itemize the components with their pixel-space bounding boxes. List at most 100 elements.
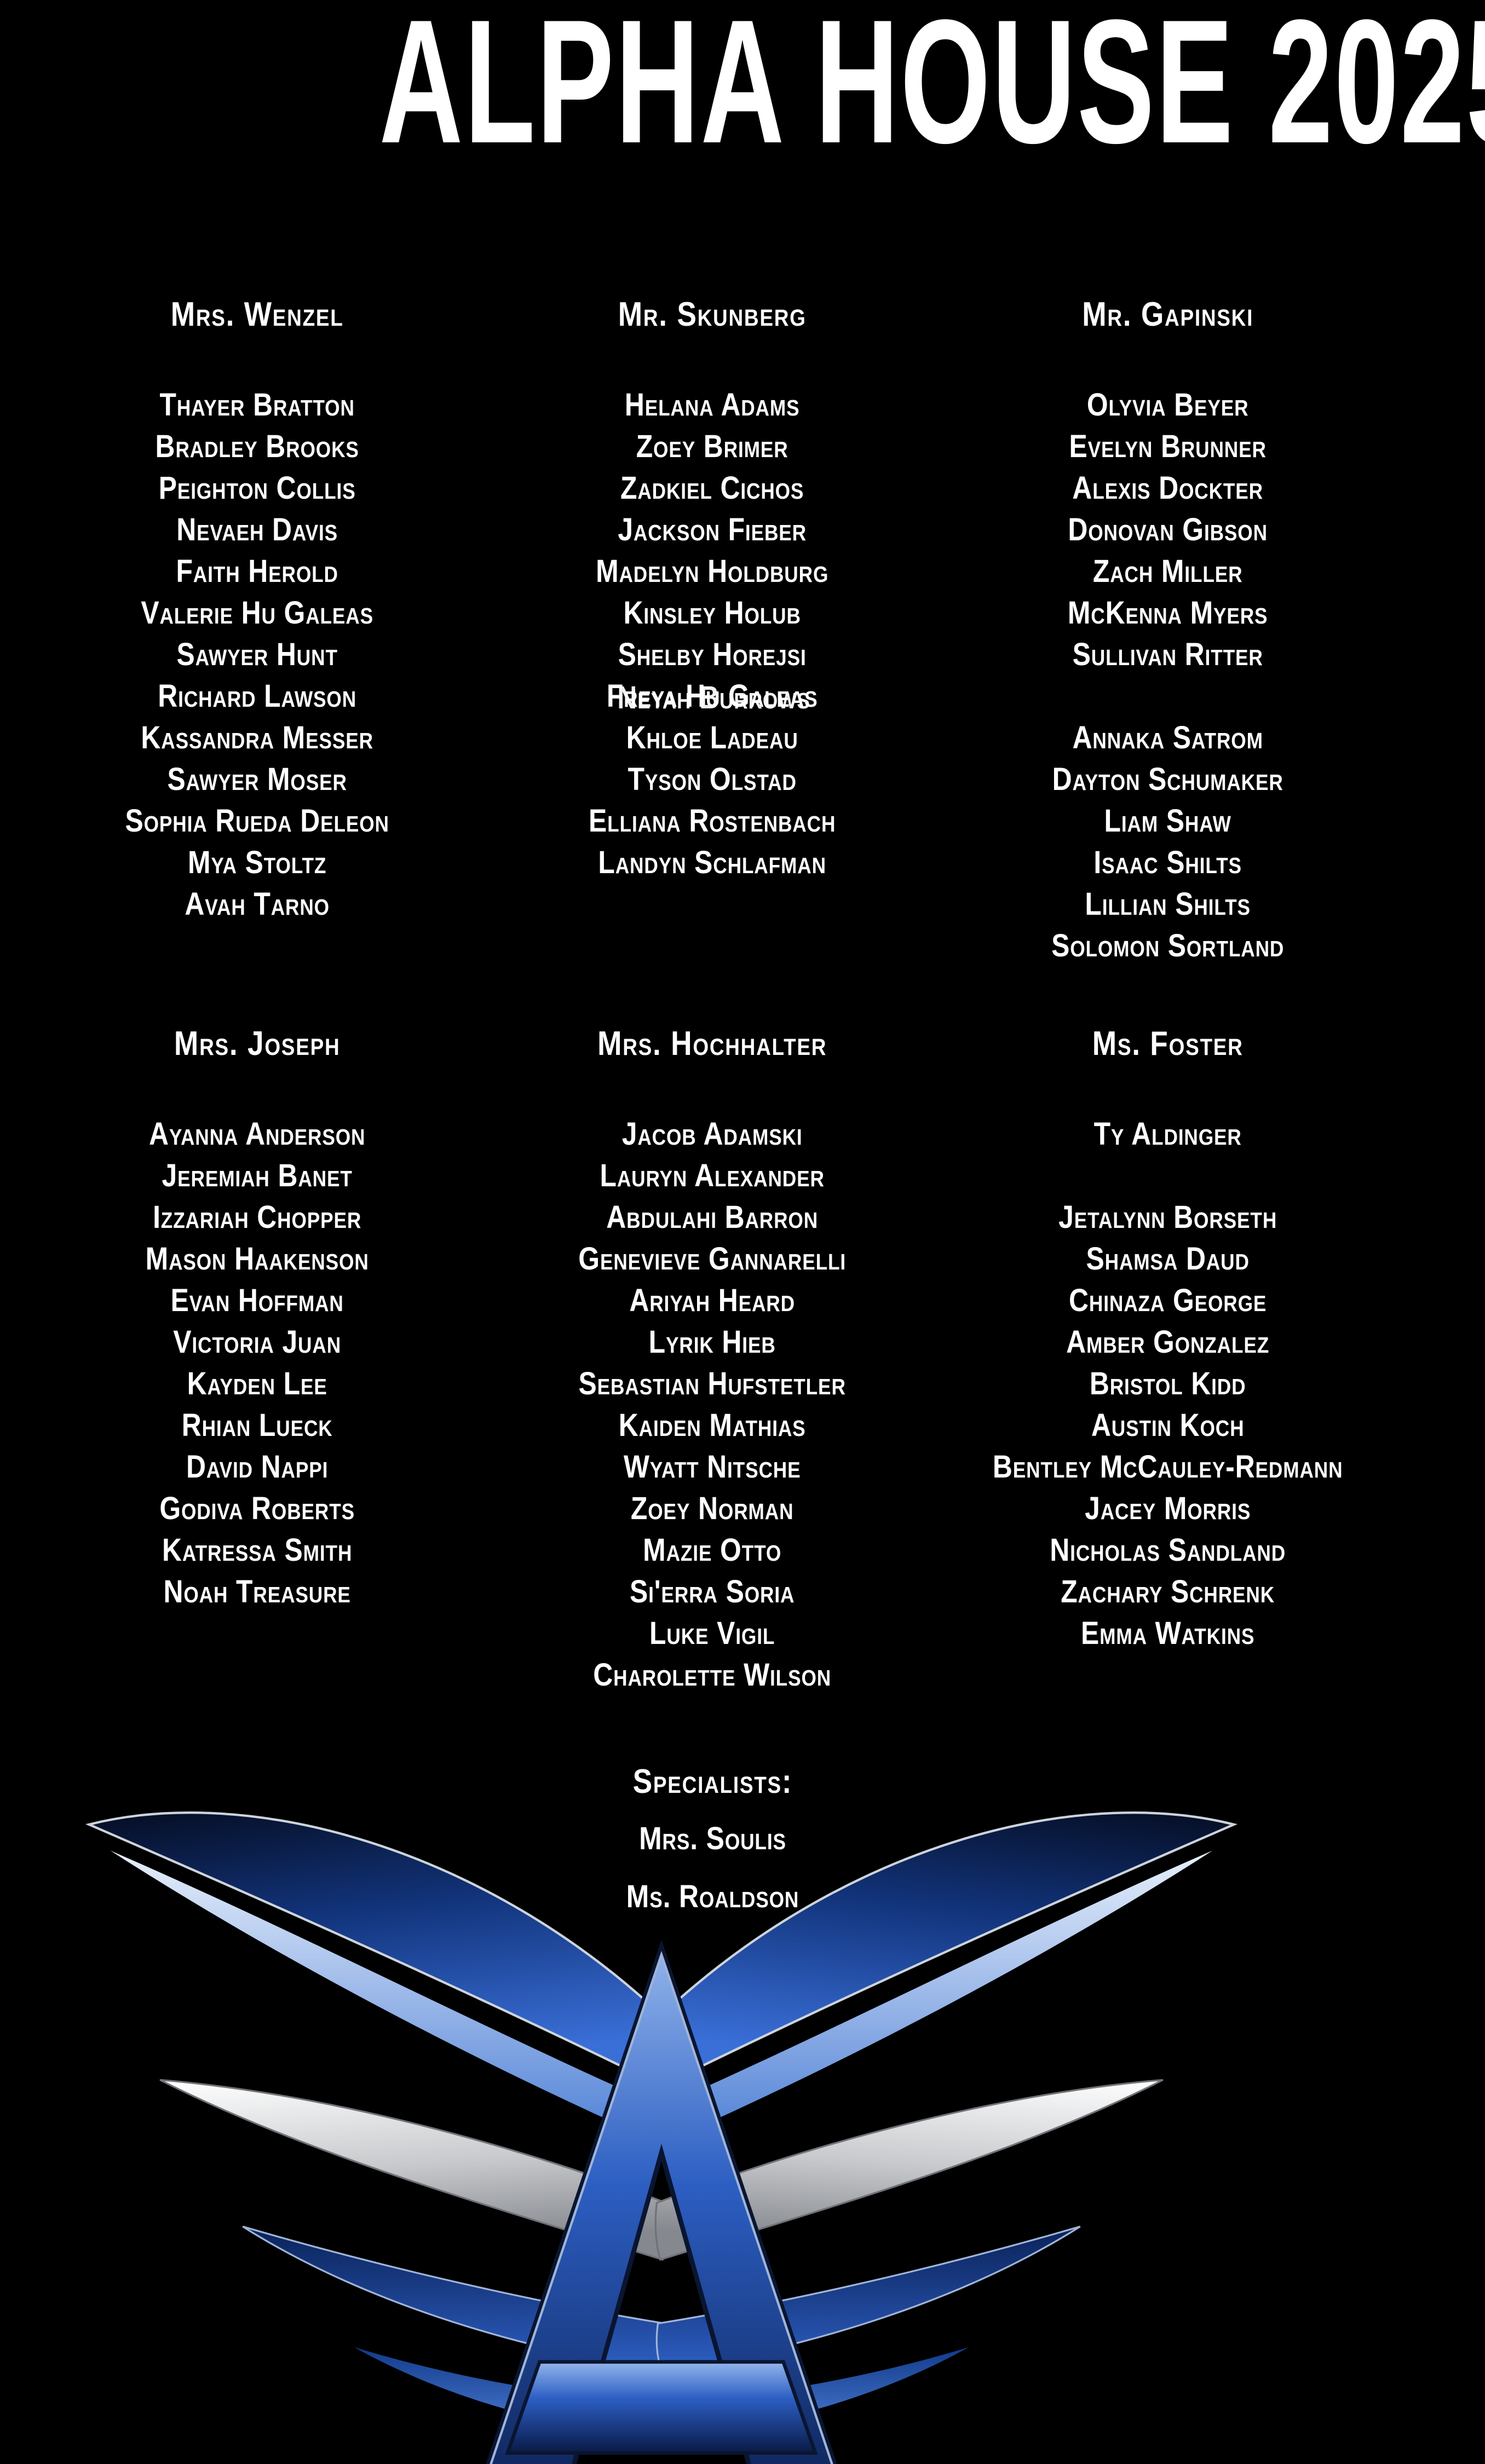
student-name: Solomon Sortland: [1051, 928, 1284, 963]
teacher-name: Mr. Gapinski: [1081, 296, 1253, 333]
student-name: Emma Watkins: [1080, 1615, 1254, 1651]
student-name: Jacey Morris: [1084, 1491, 1251, 1526]
list-spacer: [972, 676, 1363, 717]
teacher-name: Mrs. Joseph: [174, 1025, 341, 1063]
student-name: Kassandra Messer: [141, 720, 373, 755]
student-name: Jeremiah Banet: [162, 1158, 353, 1193]
alpha-wings-logo: [70, 1789, 1253, 2464]
student-name: Wyatt Nitsche: [624, 1449, 801, 1485]
teacher-name: Mrs. Hochhalter: [597, 1025, 827, 1063]
student-name: David Nappi: [186, 1449, 329, 1485]
student-name: Bristol Kidd: [1089, 1366, 1246, 1401]
student-name: Landyn Schlafman: [598, 845, 827, 880]
student-name: Zoey Brimer: [636, 429, 788, 464]
student-name: Alexis Dockter: [1072, 470, 1263, 506]
alpha-wings-logo-svg: [85, 1789, 1253, 2464]
student-name: Zoey Norman: [631, 1491, 794, 1526]
student-name: Mya Stoltz: [187, 845, 327, 880]
student-name: Khloe Ladeau: [626, 720, 798, 755]
student-name: Thayer Bratton: [159, 387, 355, 423]
student-name: Jackson Fieber: [618, 512, 807, 547]
student-name: Freya Hu Galeas: [607, 678, 818, 714]
student-name: Evan Hoffman: [170, 1283, 344, 1318]
student-name: Avah Tarno: [185, 886, 330, 922]
student-name: Sophia Rueda Deleon: [125, 803, 389, 839]
student-name: Noah Treasure: [163, 1574, 351, 1609]
student-name: Bradley Brooks: [155, 429, 359, 464]
student-name: Peighton Collis: [158, 470, 356, 506]
student-name: Genevieve Gannarelli: [578, 1241, 847, 1277]
student-name: Bentley McCauley-Redmann: [992, 1449, 1343, 1485]
poster-title-text: ALPHA HOUSE 2025-2026: [379, 0, 1485, 180]
specialists-heading: Specialists:: [632, 1763, 793, 1801]
student-name: Annaka Satrom: [1072, 720, 1263, 755]
student-name: Liam Shaw: [1104, 803, 1231, 839]
student-name: Mason Haakenson: [145, 1241, 369, 1277]
student-name: Ayanna Anderson: [148, 1116, 366, 1152]
poster-title: ALPHA HOUSE 2025-2026: [0, 0, 1485, 180]
student-name: Sebastian Hufstetler: [578, 1366, 847, 1401]
student-name: Charolette Wilson: [593, 1657, 832, 1693]
student-name: Sawyer Hunt: [176, 637, 338, 672]
student-name: Ty Aldinger: [1093, 1116, 1242, 1152]
student-name: Evelyn Brunner: [1069, 429, 1267, 464]
student-name: Godiva Roberts: [159, 1491, 355, 1526]
student-name: Kaiden Mathias: [619, 1407, 806, 1443]
list-spacer: [972, 1155, 1363, 1197]
student-name: Valerie Hu Galeas: [141, 595, 374, 631]
student-name: Lauryn Alexander: [600, 1158, 825, 1193]
student-name: McKenna Myers: [1067, 595, 1268, 631]
student-name: Helana Adams: [625, 387, 800, 423]
student-name: Lillian Shilts: [1085, 886, 1251, 922]
student-name: Tyson Olstad: [628, 761, 797, 797]
student-name: Sullivan Ritter: [1072, 637, 1263, 672]
student-name: Shelby Horejsi: [618, 637, 807, 672]
student-name: Jacob Adamski: [622, 1116, 803, 1152]
student-name: Shamsa Daud: [1086, 1241, 1250, 1277]
student-name: Austin Koch: [1091, 1407, 1245, 1443]
student-name: Jetalynn Borseth: [1058, 1199, 1277, 1235]
student-name: Lyrik Hieb: [649, 1324, 776, 1360]
teacher-name: Mr. Skunberg: [618, 296, 807, 333]
student-name: Ariyah Heard: [629, 1283, 796, 1318]
student-name: Zach Miller: [1092, 553, 1243, 589]
student-name: Mrs. Soulis: [639, 1821, 786, 1856]
student-name: Izzariah Chopper: [153, 1199, 362, 1235]
student-name: Nevaeh Davis: [176, 512, 338, 547]
student-name: Luke Vigil: [649, 1615, 775, 1651]
student-name: Dayton Schumaker: [1052, 761, 1283, 797]
student-name: Ms. Roaldson: [626, 1879, 799, 1914]
student-name: Kinsley Holub: [623, 595, 802, 631]
student-name: Zachary Schrenk: [1060, 1574, 1275, 1609]
teacher-name: Ms. Foster: [1092, 1025, 1244, 1063]
student-name: Olyvia Beyer: [1086, 387, 1249, 423]
student-name: Donovan Gibson: [1068, 512, 1268, 547]
student-name: Amber Gonzalez: [1066, 1324, 1269, 1360]
student-name: Sawyer Moser: [167, 761, 347, 797]
student-name: Zadkiel Cichos: [620, 470, 804, 506]
student-name: Elliana Rostenbach: [589, 803, 836, 839]
student-name: Isaac Shilts: [1093, 845, 1242, 880]
student-name: Si'erra Soria: [630, 1574, 795, 1609]
student-name: Neyah Burrows: [617, 680, 811, 715]
student-name: Chinaza George: [1068, 1283, 1267, 1318]
student-name: Mazie Otto: [643, 1532, 782, 1568]
student-name: Rhian Lueck: [181, 1407, 333, 1443]
student-name: Kayden Lee: [187, 1366, 327, 1401]
